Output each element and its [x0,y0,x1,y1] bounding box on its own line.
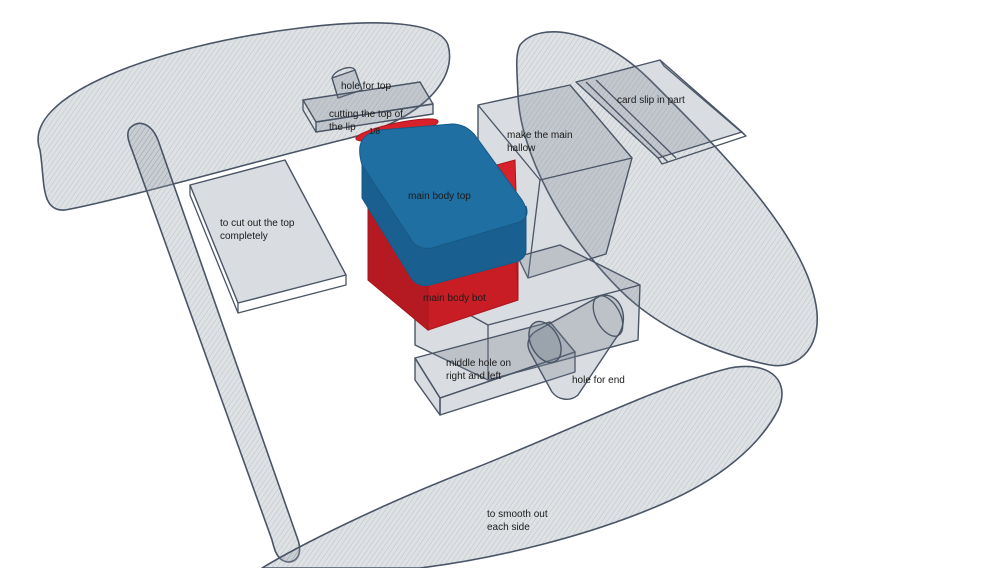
label-middle-hole: middle hole on right and left [446,358,512,382]
label-hole-for-top: hole for top [341,81,392,92]
label-main-body-bot: main body bot [423,293,486,304]
label-small-tag: 1/8 [369,127,381,136]
label-make-main-hallow: make the main hallow [507,130,573,154]
right-side-smoothing-hole[interactable] [515,31,818,367]
label-card-slip: card slip in part [617,95,685,106]
hole-for-top-shape[interactable] [331,69,363,99]
label-smooth-out: to smooth out each side [487,509,548,533]
end-hole-cylinder[interactable] [527,294,625,400]
bottom-smoothing-hole[interactable] [261,365,783,568]
label-main-body-top: main body top [408,191,471,202]
label-cut-out-top: to cut out the top completely [220,218,295,242]
label-hole-for-end: hole for end [572,375,625,386]
label-cutting-top-of-lip: cutting the top of the lip [329,109,403,133]
